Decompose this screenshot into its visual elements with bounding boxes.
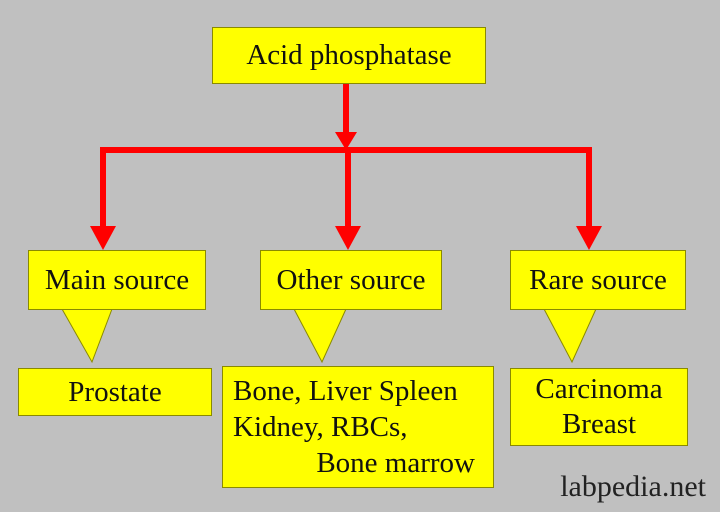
rare-source-line-2: Breast xyxy=(561,408,637,440)
main-source-tail xyxy=(61,308,113,364)
arrowheads xyxy=(90,132,602,250)
rare-source-tail xyxy=(543,308,597,364)
main-source-box: Main source xyxy=(28,250,206,310)
other-source-line-1: Bone, Liver Spleen xyxy=(233,374,458,407)
other-source-label: Other source xyxy=(276,263,426,296)
watermark-text: labpedia.net xyxy=(560,470,706,503)
left-arrowhead xyxy=(90,226,116,250)
other-source-box: Other source xyxy=(260,250,442,310)
rare-source-box: Rare source xyxy=(510,250,686,310)
other-source-list-box: Bone, Liver Spleen Kidney, RBCs, Bone ma… xyxy=(222,366,494,488)
main-source-label: Main source xyxy=(44,263,190,296)
root-arrowhead xyxy=(335,132,357,150)
center-arrowhead xyxy=(335,226,361,250)
right-arrowhead xyxy=(576,226,602,250)
connector-lines xyxy=(100,84,592,228)
callout-tails xyxy=(61,308,597,364)
prostate-label: Prostate xyxy=(68,375,162,408)
other-source-line-3: Bone marrow xyxy=(316,447,475,480)
acid-phosphatase-label: Acid phosphatase xyxy=(246,39,452,72)
prostate-box: Prostate xyxy=(18,368,212,416)
rare-source-list-box: Carcinoma Breast xyxy=(510,368,688,446)
rare-source-label: Rare source xyxy=(529,263,667,296)
rare-source-line-1: Carcinoma xyxy=(535,373,663,406)
other-source-tail xyxy=(293,308,347,364)
acid-phosphatase-box: Acid phosphatase xyxy=(212,27,486,84)
other-source-line-2: Kidney, RBCs, xyxy=(233,410,408,443)
